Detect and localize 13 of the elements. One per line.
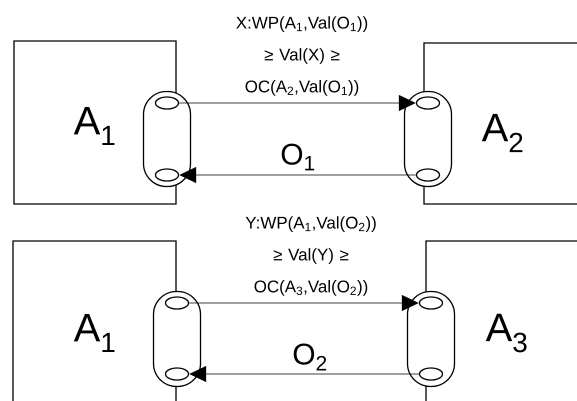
port-ellipse: [418, 367, 444, 381]
edge-label: O$_{1}$: [282, 144, 314, 170]
port-ellipse: [416, 96, 440, 110]
port-ellipse: [154, 96, 180, 110]
block-box: A$_{1}$: [13, 40, 177, 205]
port-ellipse: [418, 296, 444, 310]
port-ellipse: [416, 168, 440, 182]
edge-label: Y:WP(A$_{1}$,Val(O$_{2}$)) ≥ Val(Y) ≥ OC(A$_{3}$,Val(O$_{2}$)): [246, 216, 376, 296]
edge-label: X:WP(A$_{1}$,Val(O$_{1}$)) ≥ Val(X) ≥ OC(A$_{2}$,Val(O$_{1}$)): [236, 16, 368, 96]
port-ellipse: [154, 168, 180, 182]
edge-label: O$_{2}$: [294, 344, 326, 370]
port-ellipse: [164, 367, 190, 381]
port-ellipse: [164, 296, 190, 310]
